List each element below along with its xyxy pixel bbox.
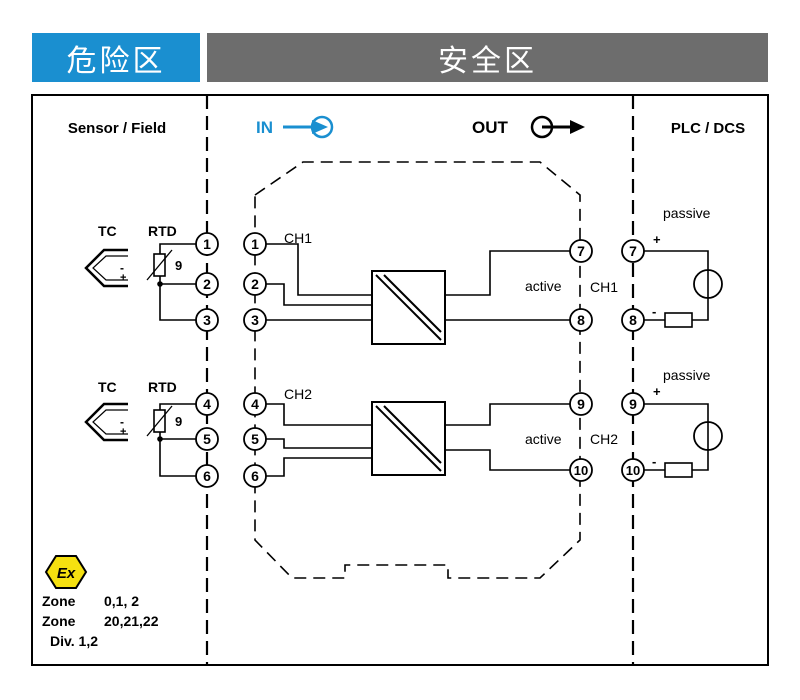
- hazardous-area-header: 危险区: [32, 33, 200, 82]
- svg-text:4: 4: [203, 396, 211, 412]
- in-terminal-6: 6: [243, 464, 267, 488]
- passive-label: passive: [663, 367, 711, 383]
- in-arrow-icon: [283, 115, 334, 139]
- rtd-symbol: 9: [175, 258, 182, 273]
- load-resistor-icon: [664, 312, 693, 328]
- out-terminal-10: 10: [569, 458, 593, 482]
- field-column-label: Sensor / Field: [68, 120, 166, 137]
- plc-plus: +: [653, 232, 661, 247]
- tc-plus: +: [120, 272, 126, 284]
- zone-2-label: Zone: [42, 613, 76, 629]
- field-terminal-4: 4: [195, 392, 219, 416]
- svg-text:3: 3: [203, 312, 211, 328]
- plc-loop: [644, 403, 709, 471]
- active-label: active: [525, 431, 562, 447]
- plc-minus: -: [652, 304, 656, 319]
- zone-1-value: 0,1, 2: [104, 593, 139, 609]
- ex-mark-icon: Ex: [44, 555, 88, 589]
- rtd-symbol: 9: [175, 414, 182, 429]
- svg-text:8: 8: [629, 312, 637, 328]
- tc-label: TC: [98, 223, 117, 239]
- in-terminal-3: 3: [243, 308, 267, 332]
- svg-text:10: 10: [574, 463, 588, 478]
- device-outline: [254, 161, 581, 579]
- in-terminal-5: 5: [243, 427, 267, 451]
- svg-text:3: 3: [251, 312, 259, 328]
- zone-2-value: 20,21,22: [104, 613, 159, 629]
- svg-text:Ex: Ex: [57, 565, 76, 582]
- thermocouple-icon: [84, 402, 128, 442]
- tc-minus: -: [120, 261, 124, 275]
- channel-1: TC RTD - + 9 1 2 3 1 2 3 CH1: [84, 205, 723, 345]
- input-wiring: [266, 243, 372, 321]
- svg-text:1: 1: [203, 236, 211, 252]
- svg-text:9: 9: [629, 396, 637, 412]
- plc-plus: +: [653, 384, 661, 399]
- plc-column-label: PLC / DCS: [671, 120, 745, 137]
- svg-text:2: 2: [203, 276, 211, 292]
- svg-text:6: 6: [251, 468, 259, 484]
- svg-text:5: 5: [203, 431, 211, 447]
- field-terminal-2: 2: [195, 272, 219, 296]
- svg-text:10: 10: [626, 463, 640, 478]
- active-label: active: [525, 278, 562, 294]
- tc-plus: +: [120, 426, 126, 438]
- passive-label: passive: [663, 205, 711, 221]
- svg-text:2: 2: [251, 276, 259, 292]
- plc-terminal-9: 9: [621, 392, 645, 416]
- rtd-icon: [146, 249, 173, 281]
- zone-1-label: Zone: [42, 593, 76, 609]
- plc-loop: [644, 250, 709, 321]
- svg-text:7: 7: [577, 243, 585, 259]
- out-terminal-8: 8: [569, 308, 593, 332]
- in-label: IN: [256, 118, 273, 137]
- field-terminal-5: 5: [195, 427, 219, 451]
- load-resistor-icon: [664, 462, 693, 478]
- in-terminal-2: 2: [243, 272, 267, 296]
- channel-label: CH2: [284, 386, 312, 402]
- division-label: Div. 1,2: [50, 633, 98, 649]
- svg-text:5: 5: [251, 431, 259, 447]
- in-terminal-4: 4: [243, 392, 267, 416]
- isolator-icon: [371, 401, 446, 476]
- channel-2: TC RTD - + 9 4 5 6 4 5 6 CH2: [84, 367, 723, 488]
- plc-terminal-8: 8: [621, 308, 645, 332]
- field-terminal-3: 3: [195, 308, 219, 332]
- svg-text:7: 7: [629, 243, 637, 259]
- tc-minus: -: [120, 415, 124, 429]
- isolator-icon: [371, 270, 446, 345]
- rtd-label: RTD: [148, 379, 177, 395]
- svg-text:1: 1: [251, 236, 259, 252]
- safe-area-header: 安全区: [207, 33, 768, 82]
- out-terminal-9: 9: [569, 392, 593, 416]
- channel-label: CH1: [284, 230, 312, 246]
- out-channel-label: CH2: [590, 431, 618, 447]
- svg-text:9: 9: [577, 396, 585, 412]
- diagram-frame: [31, 94, 769, 666]
- tc-label: TC: [98, 379, 117, 395]
- in-terminal-1: 1: [243, 232, 267, 256]
- rtd-label: RTD: [148, 223, 177, 239]
- out-channel-label: CH1: [590, 279, 618, 295]
- input-wiring: [266, 403, 372, 477]
- svg-text:4: 4: [251, 396, 259, 412]
- field-terminal-6: 6: [195, 464, 219, 488]
- rtd-icon: [146, 405, 173, 437]
- field-wiring: [157, 243, 196, 321]
- out-arrow-icon: [530, 115, 585, 139]
- out-terminal-7: 7: [569, 239, 593, 263]
- output-wiring: [445, 250, 570, 321]
- svg-text:8: 8: [577, 312, 585, 328]
- plc-terminal-7: 7: [621, 239, 645, 263]
- svg-text:6: 6: [203, 468, 211, 484]
- thermocouple-icon: [84, 248, 128, 288]
- plc-minus: -: [652, 454, 656, 469]
- field-wiring: [157, 403, 196, 477]
- out-label: OUT: [472, 118, 509, 137]
- plc-terminal-10: 10: [621, 458, 645, 482]
- field-terminal-1: 1: [195, 232, 219, 256]
- output-wiring: [445, 403, 570, 471]
